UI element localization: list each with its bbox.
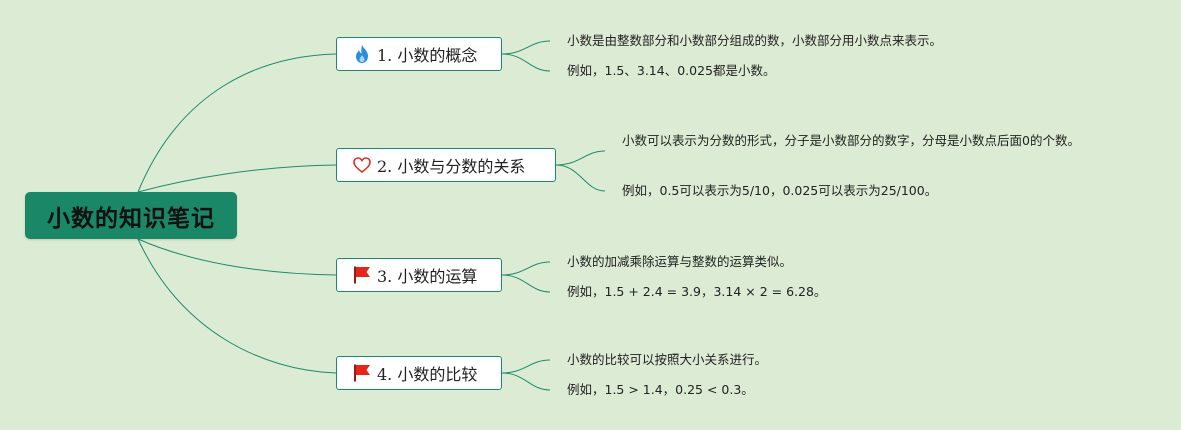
topic-label: 4. 小数的比较 bbox=[377, 365, 478, 384]
connector-topic-2-leaf-2 bbox=[555, 164, 606, 192]
flame-icon bbox=[351, 43, 373, 65]
topic-label: 2. 小数与分数的关系 bbox=[377, 157, 526, 176]
leaf-concept-definition[interactable]: 小数是由整数部分和小数部分组成的数，小数部分用小数点来表示。 bbox=[567, 33, 943, 48]
connector-topic-3-leaf-1 bbox=[501, 261, 551, 276]
root-topic-label: 小数的知识笔记 bbox=[47, 205, 215, 232]
connector-topic-4-leaf-1 bbox=[501, 359, 551, 374]
connector-root-topic-3 bbox=[137, 238, 337, 276]
topic-fraction-relation[interactable]: 2. 小数与分数的关系 bbox=[336, 148, 556, 182]
leaf-comparison-definition[interactable]: 小数的比较可以按照大小关系进行。 bbox=[567, 352, 768, 367]
flag-icon bbox=[351, 362, 373, 384]
leaf-operations-example[interactable]: 例如，1.5 + 2.4 = 3.9，3.14 × 2 = 6.28。 bbox=[567, 284, 827, 299]
topic-concept[interactable]: 1. 小数的概念 bbox=[336, 37, 502, 71]
connector-topic-4-leaf-2 bbox=[501, 372, 551, 391]
topic-comparison[interactable]: 4. 小数的比较 bbox=[336, 356, 502, 390]
topic-operations[interactable]: 3. 小数的运算 bbox=[336, 258, 502, 292]
heart-icon bbox=[351, 154, 373, 176]
connector-root-topic-1 bbox=[137, 53, 337, 193]
topic-label: 1. 小数的概念 bbox=[377, 46, 478, 65]
leaf-fraction-example[interactable]: 例如，0.5可以表示为5/10，0.025可以表示为25/100。 bbox=[622, 183, 938, 198]
connector-root-topic-4 bbox=[137, 238, 337, 374]
topic-label: 3. 小数的运算 bbox=[377, 267, 478, 286]
flag-icon bbox=[351, 264, 373, 286]
leaf-comparison-example[interactable]: 例如，1.5 > 1.4，0.25 < 0.3。 bbox=[567, 382, 754, 397]
connector-root-topic-2 bbox=[137, 164, 337, 193]
leaf-operations-definition[interactable]: 小数的加减乘除运算与整数的运算类似。 bbox=[567, 254, 793, 269]
root-topic[interactable]: 小数的知识笔记 bbox=[25, 192, 237, 239]
leaf-fraction-definition[interactable]: 小数可以表示为分数的形式，分子是小数部分的数字，分母是小数点后面0的个数。 bbox=[622, 133, 1080, 148]
connector-topic-1-leaf-1 bbox=[501, 40, 551, 55]
connector-topic-3-leaf-2 bbox=[501, 274, 551, 293]
connector-topic-2-leaf-1 bbox=[555, 150, 606, 166]
leaf-concept-example[interactable]: 例如，1.5、3.14、0.025都是小数。 bbox=[567, 63, 776, 78]
connector-topic-1-leaf-2 bbox=[501, 53, 551, 72]
